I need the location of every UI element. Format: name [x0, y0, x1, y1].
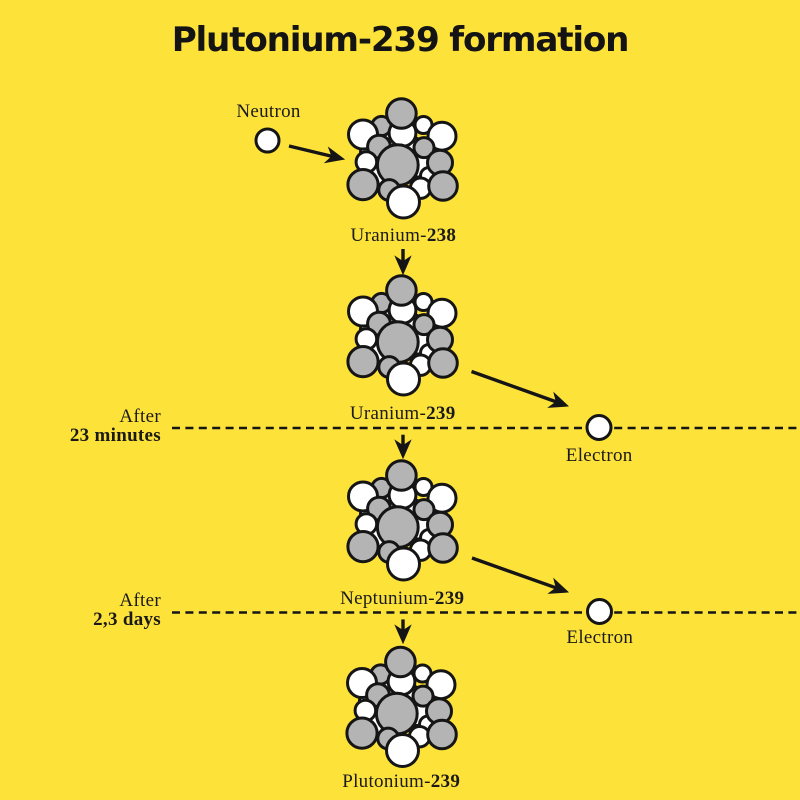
after-23-minutes-duration: 23 minutes	[69, 424, 161, 446]
electron-arrow-1-shaft	[470, 369, 558, 404]
electron-arrow-2	[471, 556, 570, 594]
neutron-label: Neutron	[236, 100, 301, 122]
after-23-minutes-label: After 23 minutes	[69, 406, 161, 446]
neutron-arrow-head	[323, 146, 346, 164]
electron-arrow-2-shaft	[471, 556, 558, 590]
neutron-circle	[254, 127, 281, 154]
electron-arrow-1-head	[547, 391, 570, 408]
electron-circle-1	[585, 414, 613, 441]
neptunium-239-label: Neptunium-239	[340, 589, 464, 608]
arrow-u239-to-np239	[394, 434, 412, 460]
electron-label-2: Electron	[566, 627, 634, 649]
neptunium-239-label-mass: 239	[434, 587, 465, 609]
neptunium-239-nucleus	[346, 459, 459, 582]
arrow-u238-to-u239-head	[394, 255, 412, 276]
after-23-days-prefix: After	[119, 590, 161, 611]
uranium-238-label: Uranium-238	[351, 226, 457, 245]
electron-arrow-2-head	[547, 577, 570, 594]
plutonium-239-label: Plutonium-239	[342, 772, 460, 791]
uranium-239-label-element: Uranium-	[349, 402, 427, 424]
after-23-minutes-prefix: After	[119, 406, 161, 427]
neutron-arrow	[288, 144, 346, 164]
uranium-238-nucleus	[346, 97, 459, 220]
electron-circle-2	[586, 598, 613, 625]
uranium-238-label-element: Uranium-	[350, 224, 427, 246]
uranium-239-label-mass: 239	[426, 402, 456, 424]
electron-label-1: Electron	[565, 445, 633, 466]
arrow-np239-to-pu239	[394, 619, 412, 645]
after-23-days-label: After 2,3 days	[93, 590, 161, 630]
uranium-239-label: Uranium-239	[350, 404, 456, 423]
uranium-239-nucleus	[346, 274, 459, 397]
page-title: Plutonium-239 formation	[171, 20, 630, 60]
neptunium-239-label-element: Neptunium-	[340, 587, 435, 609]
arrow-u239-to-np239-head	[394, 439, 412, 460]
plutonium-239-label-element: Plutonium-	[342, 771, 431, 793]
plutonium-239-label-mass: 239	[430, 771, 461, 793]
after-23-days-duration: 2,3 days	[93, 608, 161, 630]
uranium-238-label-mass: 238	[426, 224, 457, 246]
electron-arrow-1	[470, 369, 570, 408]
neutron-arrow-shaft	[288, 144, 334, 159]
arrow-np239-to-pu239-head	[394, 624, 412, 645]
arrow-u238-to-u239	[394, 249, 412, 276]
plutonium-239-nucleus	[345, 645, 458, 768]
